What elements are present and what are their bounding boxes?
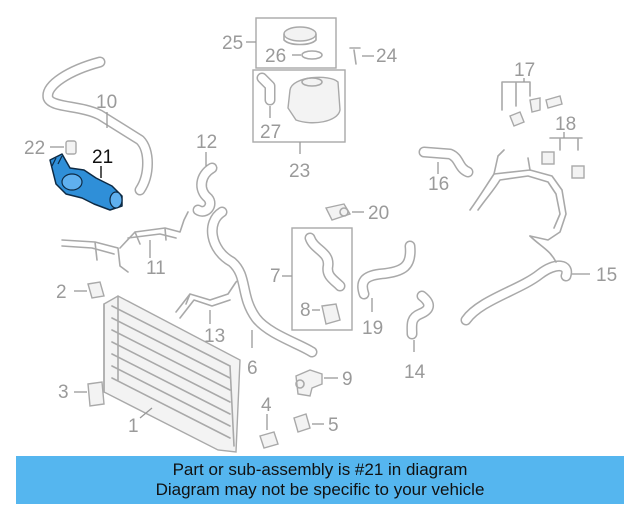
part-25-cap [283, 26, 317, 46]
part-16-hose [418, 146, 474, 178]
callout-20: 20 [368, 203, 389, 224]
callout-25: 25 [222, 33, 243, 54]
callout-27: 27 [260, 122, 281, 143]
callout-21: 21 [92, 147, 113, 168]
part-18-clips [541, 137, 585, 179]
callout-19: 19 [362, 318, 383, 339]
part-17-clips [501, 81, 563, 127]
callout-16: 16 [428, 174, 449, 195]
part-22-clip [65, 140, 77, 155]
leader-1 [139, 407, 153, 419]
parts-diagram: 10 22 21 12 11 2 1 3 [24, 17, 617, 453]
banner-line-1: Part or sub-assembly is #21 in diagram [172, 460, 468, 479]
part-23-expansion-tank [287, 76, 341, 124]
banner-line-2: Diagram may not be specific to your vehi… [155, 480, 485, 499]
part-26-seal [301, 50, 323, 60]
callout-2: 2 [56, 282, 67, 303]
part-10-hose [42, 56, 153, 196]
part-11-hose [61, 211, 189, 273]
part-15-hose-assembly [460, 149, 573, 326]
part-20-fitting [324, 203, 352, 221]
part-group-25-box [255, 17, 337, 69]
info-banner: Part or sub-assembly is #21 in diagram D… [16, 456, 624, 504]
part-group-23-box [252, 69, 346, 143]
part-21-coolant-flange [49, 153, 123, 211]
callout-22: 22 [24, 138, 45, 159]
callout-18: 18 [555, 114, 576, 135]
callout-10: 10 [96, 92, 117, 113]
callout-24: 24 [376, 46, 398, 67]
part-12-hose [192, 162, 218, 217]
part-14-hose [406, 290, 434, 340]
part-1-radiator [103, 295, 241, 453]
callout-14: 14 [404, 362, 426, 383]
part-6-hose [206, 206, 318, 358]
part-group-7-box [291, 227, 353, 331]
part-24-sensor [349, 47, 361, 65]
callout-23: 23 [289, 161, 310, 182]
callout-7: 7 [270, 266, 281, 287]
callout-8: 8 [300, 300, 311, 321]
callout-9: 9 [342, 369, 353, 390]
part-2-bracket [87, 281, 105, 299]
callout-5: 5 [328, 415, 339, 436]
callout-26: 26 [265, 46, 286, 67]
part-3-mount [87, 381, 105, 407]
part-5-sensor [293, 413, 311, 433]
part-7-hose [304, 232, 346, 292]
callout-3: 3 [58, 382, 69, 403]
part-27-hose [256, 72, 276, 106]
callout-6: 6 [247, 358, 258, 379]
part-4-sensor [259, 431, 279, 449]
part-19-hose [357, 240, 416, 300]
part-8-hose [321, 303, 341, 325]
callout-11: 11 [146, 258, 166, 279]
part-9-tee [295, 369, 323, 397]
callout-13: 13 [204, 326, 225, 347]
callout-1: 1 [128, 416, 139, 437]
callout-4: 4 [261, 395, 272, 416]
callout-15: 15 [596, 265, 617, 286]
callout-12: 12 [196, 132, 217, 153]
callout-17: 17 [514, 60, 535, 81]
